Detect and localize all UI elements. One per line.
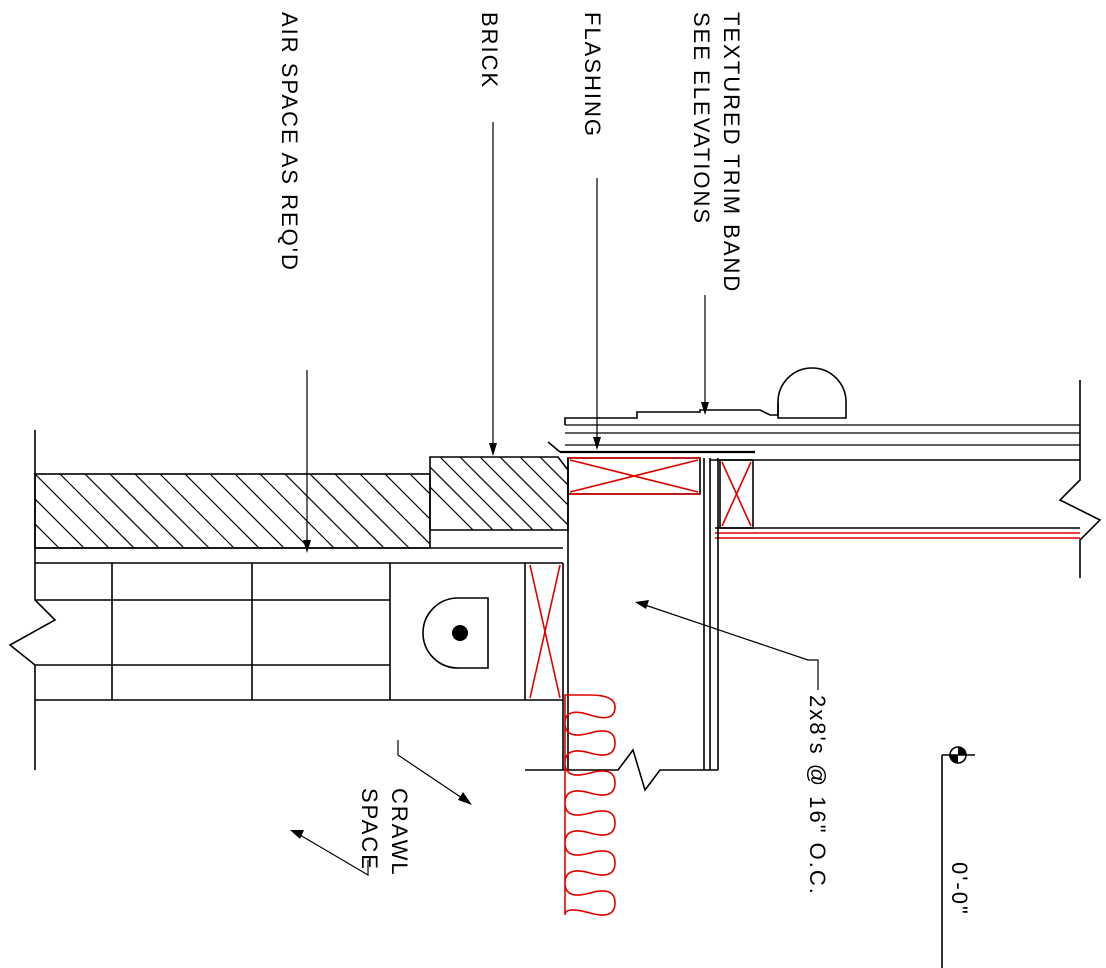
elevation-marker	[941, 746, 975, 968]
label-air-space: AIR SPACE AS REQ'D	[277, 12, 302, 272]
foundation-wall	[8, 430, 563, 770]
label-joists: 2x8's @ 16" O.C.	[805, 695, 830, 896]
air-space-arrow	[303, 540, 311, 553]
label-brick: BRICK	[477, 12, 502, 89]
footing	[34, 473, 431, 549]
label-trim-line2: SEE ELEVATIONS	[689, 12, 714, 225]
label-elevation: 0'-0"	[947, 862, 972, 916]
brick-hatch	[430, 457, 568, 530]
floor-blocking-box	[719, 459, 754, 529]
label-trim-line1: TEXTURED TRIM BAND	[719, 12, 744, 293]
label-crawl-line1: CRAWL	[387, 788, 412, 877]
right-break-line	[1058, 380, 1102, 578]
anchor-bolt	[452, 625, 468, 641]
trim-arrow	[701, 402, 709, 415]
floor-assembly	[565, 380, 1102, 578]
label-flashing: FLASHING	[580, 12, 605, 138]
brick-veneer	[429, 456, 569, 531]
label-crawl-line2: SPACE	[357, 788, 382, 871]
trim-band-bead	[777, 367, 847, 419]
rim-joist-x-2	[569, 459, 699, 493]
joists-arrow	[635, 600, 649, 609]
floor-blocking-x-2	[721, 461, 752, 527]
bottom-break-line	[525, 748, 718, 792]
rim-joist	[567, 457, 701, 495]
leaders	[290, 122, 819, 877]
crawl-leader-lower	[299, 834, 369, 877]
trim-band-profile	[564, 402, 779, 425]
crawl-leader-upper	[397, 740, 466, 801]
flashing-detail	[547, 441, 755, 454]
flashing-arrow	[593, 437, 601, 450]
joist-framing	[525, 458, 719, 792]
footing-hatch	[35, 474, 430, 548]
sill-x-2	[529, 564, 561, 699]
anchor-bolt-slot	[422, 597, 489, 669]
crawl-arrow-lower	[290, 830, 304, 839]
joists-leader	[644, 604, 819, 690]
brick-arrow	[489, 443, 497, 456]
elevation-target-fill-2	[950, 755, 958, 763]
crawl-arrow-upper	[458, 792, 472, 805]
batt-insulation	[564, 694, 616, 916]
left-break-line	[8, 430, 57, 770]
floor-blocking	[719, 459, 754, 529]
flashing-drip	[547, 441, 561, 453]
elevation-target-fill-1	[958, 747, 966, 755]
trim-band	[564, 367, 847, 425]
